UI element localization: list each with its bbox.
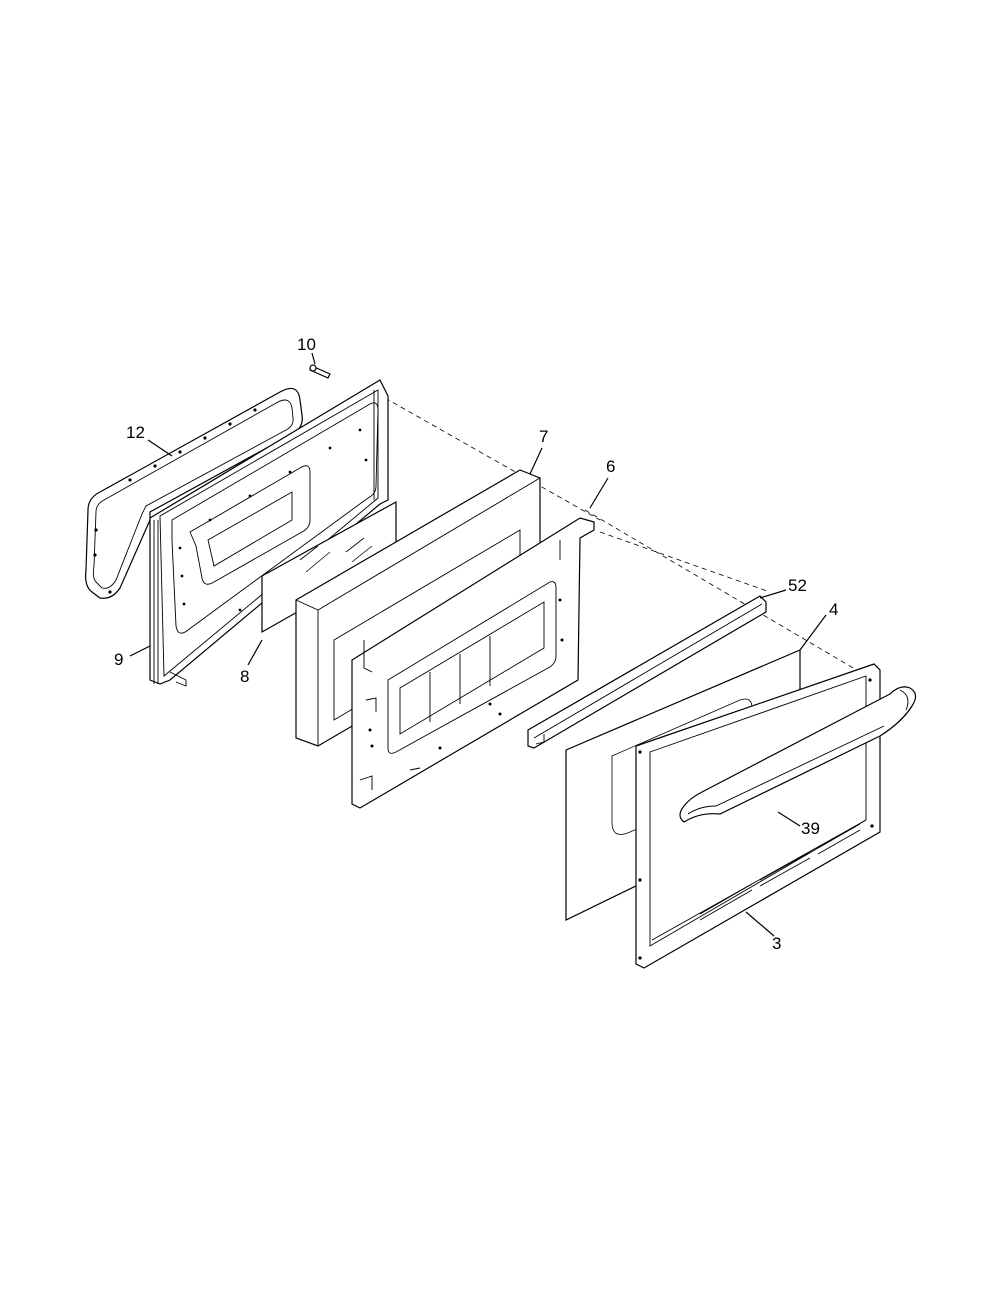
callout-52: 52 xyxy=(788,576,807,595)
callout-6: 6 xyxy=(606,457,615,476)
leader-lines xyxy=(129,352,827,937)
alignment-lines xyxy=(384,397,861,673)
callout-8: 8 xyxy=(240,667,249,686)
callout-4: 4 xyxy=(829,600,838,619)
frame-holes xyxy=(638,678,874,960)
callout-7: 7 xyxy=(539,427,548,446)
part-39-door-handle xyxy=(679,686,917,823)
gasket-clips xyxy=(93,408,257,594)
callout-9: 9 xyxy=(114,650,123,669)
callout-12: 12 xyxy=(126,423,145,442)
panel-holes xyxy=(368,598,564,750)
part-52-trim-rail xyxy=(527,595,767,749)
callout-39: 39 xyxy=(801,819,820,838)
callout-3: 3 xyxy=(772,934,781,953)
callout-labels: 10 12 7 6 9 8 52 4 39 3 xyxy=(114,335,838,953)
part-6-door-inner-panel xyxy=(351,517,595,809)
part-10-screw xyxy=(309,364,331,379)
part-12-door-gasket xyxy=(85,387,303,599)
part-9-inner-door-liner xyxy=(149,379,389,687)
callout-10: 10 xyxy=(297,335,316,354)
